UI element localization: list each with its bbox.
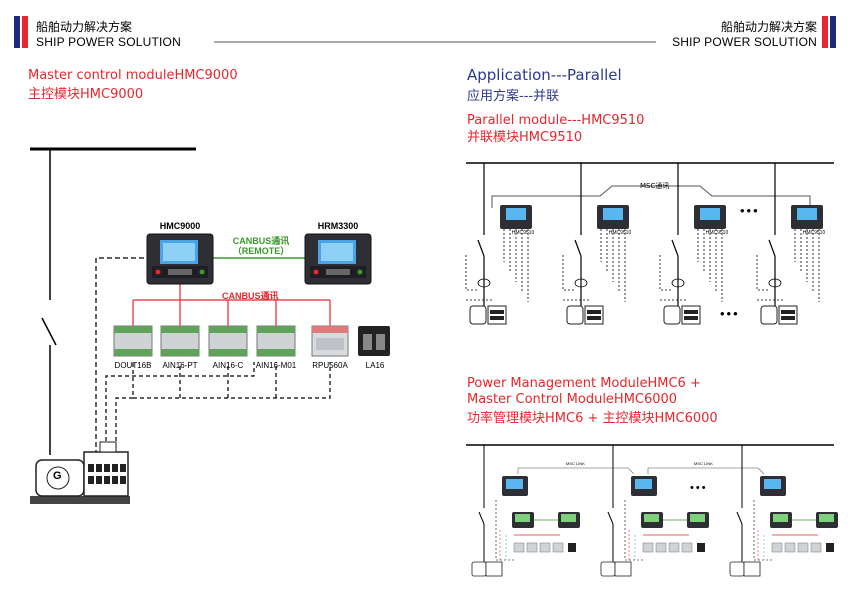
module-la16: [358, 326, 390, 356]
pms-units: [471, 445, 838, 577]
pms-dots: •••: [690, 482, 708, 494]
label-ain16-c: AIN16-C: [212, 361, 244, 370]
module-ain16-m01: [256, 325, 296, 357]
header-right-cn: 船舶动力解决方案: [720, 20, 817, 34]
label-rpu560a: RPU560A: [312, 361, 348, 370]
label-ain16-m01: AIN16-M01: [255, 361, 297, 370]
header-left-cn: 船舶动力解决方案: [36, 20, 133, 34]
pm-title-2: Master Control ModuleHMC6000: [467, 392, 678, 407]
pms-unit-1: [471, 445, 580, 577]
label-hmc9510-4: HMC9510: [802, 230, 826, 236]
pms-unit-3: [729, 445, 838, 577]
left-title-cn: 主控模块HMC9000: [28, 87, 144, 102]
module-rpu560a: [311, 325, 349, 357]
parallel-unit-1: [465, 163, 532, 325]
label-hrm3300: HRM3300: [317, 221, 359, 231]
label-canbus: CANBUS通讯: [222, 291, 279, 301]
breaker-switch-left: [41, 317, 57, 346]
parallel-title: Parallel module---HMC9510: [467, 113, 645, 128]
parallel-unit-2: [562, 163, 629, 325]
module-dout16b: [113, 325, 153, 357]
label-ain16-pt: AIN16-PT: [162, 361, 198, 370]
flag-icon-right: [822, 16, 838, 48]
parallel-unit-3: [659, 163, 726, 325]
label-canbus-remote-2: （REMOTE）: [232, 246, 290, 256]
flag-icon-left: [14, 16, 30, 48]
module-ain16-pt: [160, 325, 200, 357]
parallel-dots-top: •••: [740, 203, 760, 218]
label-dout16b: DOUT16B: [114, 361, 152, 370]
generator-set: [30, 441, 130, 504]
header-right-en: SHIP POWER SOLUTION: [672, 35, 817, 49]
hrm3300-controller: [304, 233, 372, 285]
parallel-dots-bottom: •••: [720, 306, 740, 321]
generator-letter: G: [53, 470, 62, 482]
label-msc-link-1: MSC LINK: [566, 461, 585, 466]
header-left-en: SHIP POWER SOLUTION: [36, 35, 181, 49]
pm-title-1: Power Management ModuleHMC6 +: [467, 376, 701, 391]
label-hmc9000: HMC9000: [159, 221, 201, 231]
left-title-en: Master control moduleHMC9000: [28, 68, 238, 83]
label-msc: MSC通讯: [640, 182, 670, 190]
pms-unit-2: [600, 445, 709, 577]
hmc9000-controller: [146, 233, 214, 285]
label-la16: LA16: [365, 361, 385, 370]
app-title-cn: 应用方案---并联: [467, 89, 560, 104]
label-canbus-remote-1: CANBUS通讯: [232, 236, 290, 246]
parallel-title-cn: 并联模块HMC9510: [467, 130, 583, 145]
module-ain16-c: [208, 325, 248, 357]
pm-title-cn: 功率管理模块HMC6 + 主控模块HMC6000: [467, 411, 718, 426]
label-hmc9510-1: HMC9510: [511, 230, 535, 236]
parallel-unit-4: [756, 163, 823, 325]
app-title: Application---Parallel: [467, 66, 622, 84]
label-msc-link-2: MSC LINK: [694, 461, 713, 466]
label-hmc9510-2: HMC9510: [608, 230, 632, 236]
parallel-units: [465, 163, 823, 325]
label-hmc9510-3: HMC9510: [705, 230, 729, 236]
